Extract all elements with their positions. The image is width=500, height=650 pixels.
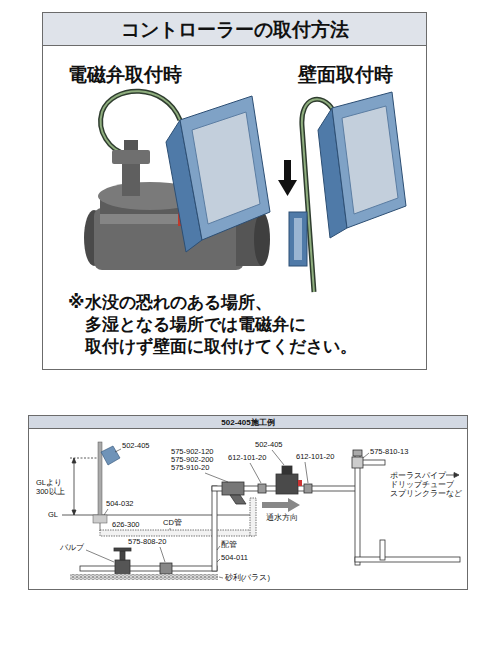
installation-illustration	[62, 442, 460, 580]
view-label: 電磁弁取付時	[68, 64, 182, 87]
pipe-label: 配管	[221, 540, 237, 549]
valve-illustration	[84, 91, 270, 270]
part-number: 626-300	[112, 520, 140, 529]
part-number: 504-011	[221, 553, 248, 562]
part-number: 612-101-20	[228, 453, 266, 462]
part-number: 575-902-200	[171, 455, 214, 464]
wall-mount-illustration	[278, 92, 406, 292]
part-number: 502-405	[122, 441, 150, 450]
part-number: 504-032	[106, 499, 134, 508]
note-text: ※水没の恐れのある場所、 多湿となる場所では電磁弁に 取付けず壁面に取付けてくだ…	[68, 292, 385, 358]
dimension-label: GLより 300以上	[36, 478, 70, 496]
part-number: 612-101-20	[296, 452, 334, 461]
panel-heading: 502-405施工例	[29, 416, 467, 429]
example-panel: 502-405施工例	[28, 415, 468, 590]
outlet-label: ポーラスパイプ ドリップチューブ スプリンクラーなど	[390, 471, 464, 498]
panel-heading: コントローラーの取付方法	[43, 13, 426, 46]
part-number: 575-902-120	[171, 447, 214, 456]
gravel-label: 砂利(バラス)	[225, 573, 270, 582]
pipe-label: CD管	[163, 518, 182, 527]
part-number: 575-808-20	[128, 537, 166, 546]
view-label: 壁面取付時	[298, 64, 393, 87]
part-number: 502-405	[255, 440, 283, 449]
flow-label: 通水方向	[266, 513, 298, 522]
ground-label: GL	[48, 510, 58, 519]
part-number: 575-910-20	[171, 463, 209, 472]
valve-label: バルブ	[60, 543, 84, 552]
part-number: 575-810-13	[370, 447, 408, 456]
